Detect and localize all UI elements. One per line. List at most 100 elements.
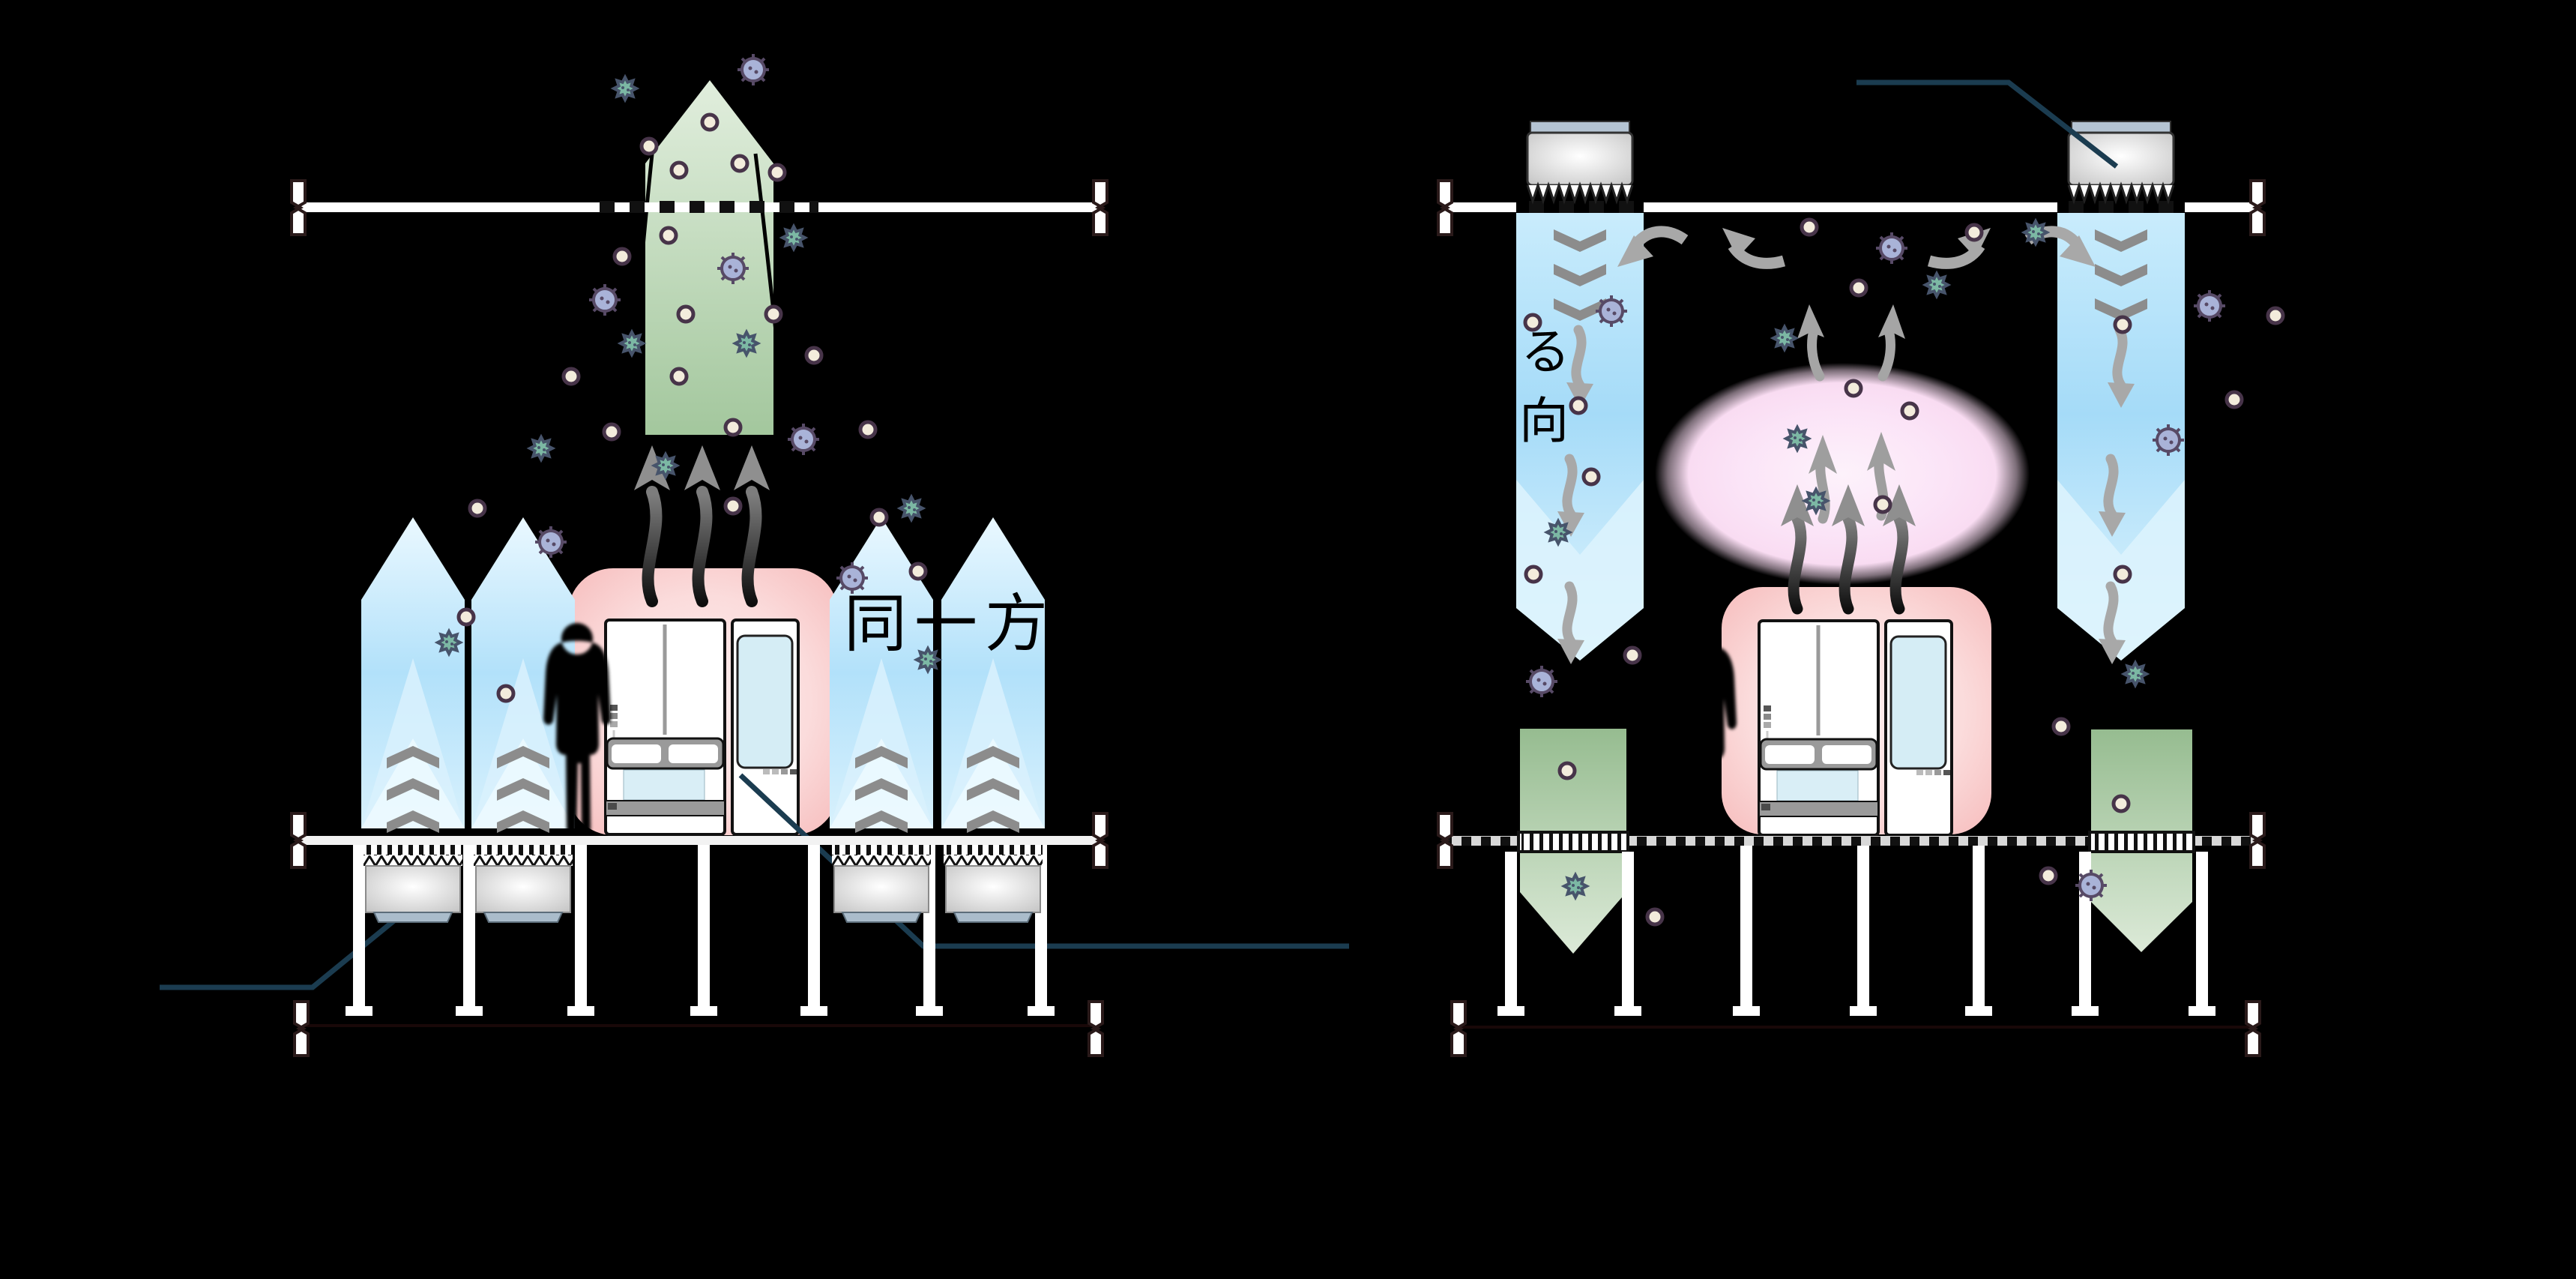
hepa-filter-unit xyxy=(2067,120,2175,202)
dot-particle-icon xyxy=(1902,403,1917,418)
dot-particle-icon xyxy=(1647,909,1662,924)
break-icon xyxy=(290,812,307,869)
virus-particle-icon xyxy=(786,422,821,457)
dot-particle-icon xyxy=(678,307,693,322)
dot-particle-icon xyxy=(726,499,740,514)
dot-particle-icon xyxy=(2268,308,2283,323)
ceiling xyxy=(1437,120,2266,236)
dot-particle-icon xyxy=(2115,317,2130,332)
dot-particle-icon xyxy=(1571,398,1586,413)
dot-particle-icon xyxy=(766,307,781,322)
star-particle-icon xyxy=(1772,325,1797,351)
virus-particle-icon xyxy=(2192,289,2227,323)
ceiling-opening-dashes xyxy=(2057,201,2185,213)
virus-particle-icon xyxy=(835,561,869,595)
dot-particle-icon xyxy=(2054,719,2069,734)
hepa-filter-unit xyxy=(1526,120,1634,202)
dot-particle-icon xyxy=(732,156,747,171)
ceiling xyxy=(290,179,1108,236)
virus-particle-icon xyxy=(2074,868,2108,903)
dot-particle-icon xyxy=(615,249,630,264)
supply-airflow-arrow xyxy=(941,517,1045,833)
filter-unit xyxy=(831,844,932,923)
dot-particle-icon xyxy=(498,686,513,701)
dot-particle-icon xyxy=(770,165,785,180)
dot-particle-icon xyxy=(1851,280,1866,295)
heat-plume-arrow-icon xyxy=(634,445,670,490)
escape-arrow-icon xyxy=(1878,304,1905,339)
heat-plume-arrow-icon xyxy=(684,445,720,490)
break-icon xyxy=(290,179,307,236)
filter-unit xyxy=(363,844,463,923)
escape-arrow-icon xyxy=(1797,304,1824,339)
dot-particle-icon xyxy=(702,115,717,130)
virus-particle-icon xyxy=(1594,294,1629,328)
dot-particle-icon xyxy=(911,564,926,579)
floor xyxy=(290,812,1108,1057)
star-particle-icon xyxy=(1785,426,1810,451)
dot-particle-icon xyxy=(1846,381,1861,396)
virus-particle-icon xyxy=(716,251,750,286)
contamination-cloud xyxy=(1655,363,2030,585)
star-particle-icon xyxy=(899,496,924,521)
circulation-arrow-icon xyxy=(2060,235,2096,267)
dot-particle-icon xyxy=(564,369,579,384)
dot-particle-icon xyxy=(2114,796,2129,811)
star-particle-icon xyxy=(781,225,806,250)
star-particle-icon xyxy=(436,630,462,655)
supply-airflow-arrow xyxy=(471,517,575,833)
star-particle-icon xyxy=(734,331,759,356)
star-particle-icon xyxy=(2123,661,2148,687)
dot-particle-icon xyxy=(1875,497,1890,512)
break-icon xyxy=(293,1000,310,1057)
break-icon xyxy=(1092,179,1108,236)
circulation-arrow-icon xyxy=(1722,228,1755,258)
circulation-arrow-icon xyxy=(1617,235,1653,267)
dot-particle-icon xyxy=(1967,225,1982,240)
ceiling-opening-dashes xyxy=(600,201,818,213)
dot-particle-icon xyxy=(459,610,474,625)
dot-particle-icon xyxy=(1625,648,1640,663)
exhaust-duct-arrow-icon xyxy=(645,80,773,435)
break-icon xyxy=(2249,179,2266,236)
dot-particle-icon xyxy=(2115,567,2130,582)
ceiling-opening-dashes xyxy=(1516,201,1644,213)
star-particle-icon xyxy=(653,453,678,478)
dot-particle-icon xyxy=(1584,469,1599,484)
dot-particle-icon xyxy=(806,348,821,363)
dot-particle-icon xyxy=(1525,315,1540,330)
filter-unit xyxy=(943,844,1043,923)
break-icon xyxy=(2249,812,2266,869)
dot-particle-icon xyxy=(872,510,887,525)
supply-airflow-arrows xyxy=(361,517,1045,833)
virus-particle-icon xyxy=(2151,423,2186,457)
dot-particle-icon xyxy=(672,163,687,178)
break-icon xyxy=(1437,179,1453,236)
dot-particle-icon xyxy=(1802,220,1817,235)
star-particle-icon xyxy=(1563,873,1588,899)
leader-line xyxy=(1856,79,2119,169)
virus-particle-icon xyxy=(1524,664,1559,699)
support-legs xyxy=(1497,846,2215,1016)
cloud-arrows xyxy=(1797,304,1905,524)
support-legs xyxy=(346,845,1055,1016)
break-icon xyxy=(2245,1000,2261,1057)
floor xyxy=(1437,812,2266,1057)
heat-plume-arrow-icon xyxy=(1883,484,1916,526)
updraft-arrow-icon xyxy=(1867,432,1895,471)
star-particle-icon xyxy=(619,331,645,356)
dot-particle-icon xyxy=(2041,868,2056,883)
appliance-cabinet xyxy=(1759,621,1952,835)
break-icon xyxy=(1092,812,1108,869)
dot-particle-icon xyxy=(860,422,875,437)
virus-particle-icon xyxy=(736,52,770,87)
dot-particle-icon xyxy=(470,501,485,516)
filter-unit xyxy=(473,844,573,923)
heat-plume-arrow-icon xyxy=(734,445,770,490)
heat-plume-arrow-icon xyxy=(1832,484,1865,526)
dot-particle-icon xyxy=(726,420,740,435)
supply-airflow-arrow xyxy=(830,517,933,833)
virus-particle-icon xyxy=(534,525,568,559)
